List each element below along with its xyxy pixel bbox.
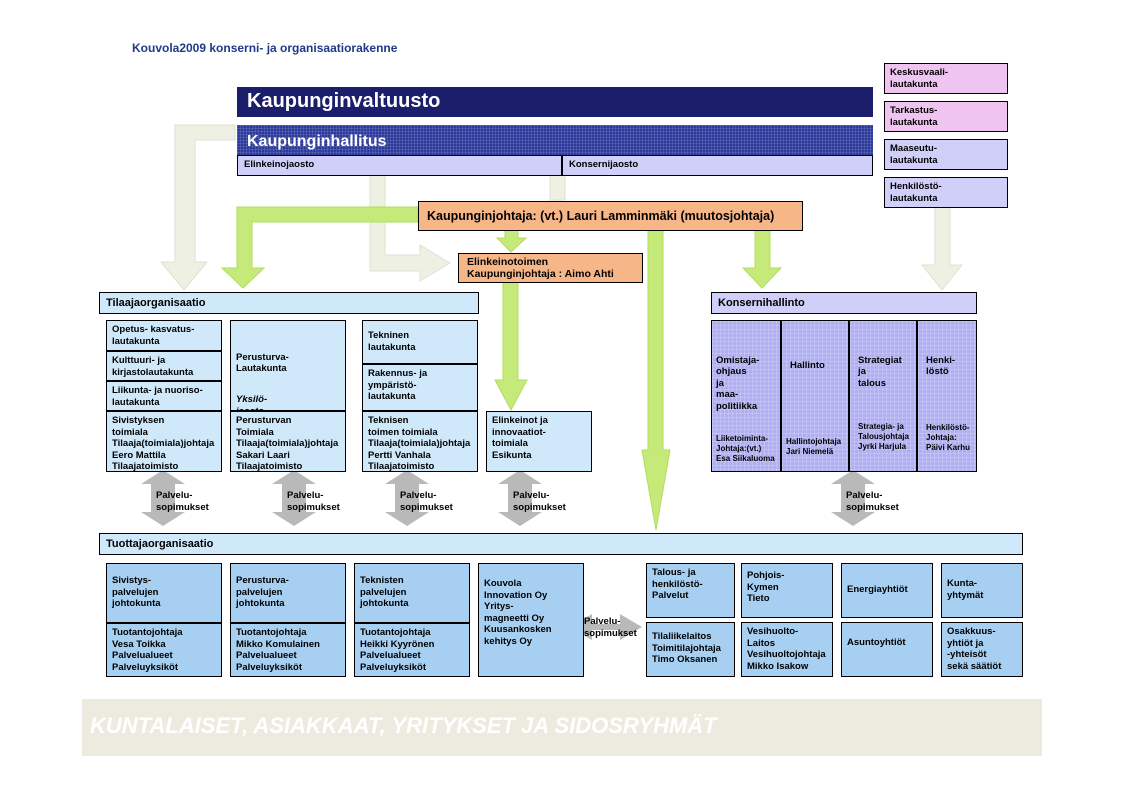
tuottaja-col1-top: Sivistys- palvelujen johtokunta <box>106 563 222 623</box>
side-board-maaseutu: Maaseutu- lautakunta <box>884 139 1008 170</box>
side-board-henkilosto: Henkilöstö- lautakunta <box>884 177 1008 208</box>
side-board-tarkastus: Tarkastus- lautakunta <box>884 101 1008 132</box>
valtuusto-bar: Kaupunginvaltuusto <box>237 87 873 117</box>
tuottaja-col3-top: Teknisten palvelujen johtokunta <box>354 563 470 623</box>
tilaaja-col3-rakennus: Rakennus- ja ympäristö- lautakunta <box>362 364 478 411</box>
henkilosto-title: Henki- löstö <box>926 354 956 378</box>
tilaaja-col2-perusturva: Perusturva- Lautakunta Yksilö- jaosto <box>230 320 346 411</box>
background-arrows <box>159 124 964 291</box>
side-board-keskusvaali: Keskusvaali- lautakunta <box>884 63 1008 94</box>
strategiat-title: Strategiat ja talous <box>858 354 902 389</box>
tuottaja-osakkuus: Osakkuus- yhtiöt ja -yhteisöt sekä sääti… <box>941 622 1023 677</box>
elinkeinojaosto: Elinkeinojaosto <box>237 155 562 176</box>
tuottaja-kuntayhtymat: Kunta- yhtymät <box>941 563 1023 618</box>
tuottaja-vesihuolto: Vesihuolto- Laitos Vesihuoltojohtaja Mik… <box>741 622 833 677</box>
ghost-arrow-left <box>159 124 236 291</box>
omistaja-title: Omistaja- ohjaus ja maa- politiikka <box>716 354 760 412</box>
green-arrow-left <box>220 206 419 289</box>
omistaja-person: Liiketoiminta- Johtaja:(vt.) Esa Siikalu… <box>716 433 775 463</box>
tilaaja-col1-kulttuuri: Kulttuuri- ja kirjastolautakunta <box>106 351 222 381</box>
double-arrow-4 <box>498 470 542 526</box>
konserni-col-hallinto: Hallinto Hallintojohtaja Jari Niemelä <box>781 320 849 472</box>
tuottaja-asuntoyhtiot: Asuntoyhtiöt <box>841 622 933 677</box>
strategiat-person: Strategia- ja Talousjohtaja Jyrki Harjul… <box>858 421 909 451</box>
palvelu-label-5: Palvelu- sopimukset <box>846 490 899 513</box>
double-arrow-horizontal <box>570 614 642 640</box>
henkilosto-person: Henkilöstö- Johtaja: Päivi Karhu <box>926 423 971 452</box>
tuottaja-col1-bottom: Tuotantojohtaja Vesa Toikka Palvelualuee… <box>106 623 222 677</box>
double-arrows <box>141 470 875 640</box>
tilaaja-col1-opetus: Opetus- kasvatus- lautakunta <box>106 320 222 351</box>
palvelu-label-4: Palvelu- sopimukset <box>513 490 566 513</box>
tilaaja-col2-toimiala: Perusturvan Toimiala Tilaaja(toimiala)jo… <box>230 411 346 472</box>
hallinto-title: Hallinto <box>790 359 825 371</box>
green-arrow-down-esikunta <box>494 281 528 412</box>
perusturva-lautakunta: Perusturva- Lautakunta <box>236 351 289 375</box>
tuottaja-col2-bottom: Tuotantojohtaja Mikko Komulainen Palvelu… <box>230 623 346 677</box>
tuottaja-tilaliikelaitos: Tilaliikelaitos Toimitilajohtaja Timo Ok… <box>646 622 735 677</box>
double-arrow-1 <box>141 470 185 526</box>
tuottaja-col2-top: Perusturva- palvelujen johtokunta <box>230 563 346 623</box>
footer-banner: KUNTALAISET, ASIAKKAAT, YRITYKSET JA SID… <box>82 699 1042 756</box>
konsernijaosto: Konsernijaosto <box>562 155 873 176</box>
tilaaja-col4-elinkeinot: Elinkeinot ja innovaatiot- toimiala Esik… <box>486 411 592 472</box>
elinkeinotoimen-box: Elinkeinotoimen Kaupunginjohtaja : Aimo … <box>458 253 643 283</box>
tuottaja-energia: Energiayhtiöt <box>841 563 933 618</box>
ghost-arrow-center <box>549 174 566 201</box>
footer-text: KUNTALAISET, ASIAKKAAT, YRITYKSET JA SID… <box>90 713 717 738</box>
yksilo-jaosto: Yksilö- jaosto <box>236 394 268 411</box>
tuottaja-talous: Talous- ja henkilöstö- Palvelut <box>646 563 735 618</box>
hallinto-person: Hallintojohtaja Jari Niemelä <box>786 436 842 456</box>
konserni-col-henkilosto: Henki- löstö Henkilöstö- Johtaja: Päivi … <box>917 320 977 472</box>
tilaaja-col3-teknisen: Teknisen toimen toimiala Tilaaja(toimial… <box>362 411 478 472</box>
hallitus-bar: Kaupunginhallitus <box>237 125 873 155</box>
konserni-col-strategiat: Strategiat ja talous Strategia- ja Talou… <box>849 320 917 472</box>
tilaaja-header: Tilaajaorganisaatio <box>99 292 479 314</box>
palvelu-label-1: Palvelu- sopimukset <box>156 490 209 513</box>
double-arrow-2 <box>272 470 316 526</box>
palvelu-label-6: Palvelu- sopimukset <box>584 616 637 639</box>
page-title: Kouvola2009 konserni- ja organisaatiorak… <box>132 41 398 55</box>
konserni-col-omistaja: Omistaja- ohjaus ja maa- politiikka Liik… <box>711 320 781 472</box>
konserni-header: Konsernihallinto <box>711 292 977 314</box>
ghost-arrow-right <box>920 194 964 291</box>
tuottaja-pohjois-kymen: Pohjois- Kymen Tieto <box>741 563 833 618</box>
double-arrow-5 <box>831 470 875 526</box>
tilaaja-col1-liikunta: Liikunta- ja nuoriso- lautakunta <box>106 381 222 411</box>
green-arrow-elinkeino <box>495 229 528 253</box>
mayor-box: Kaupunginjohtaja: (vt.) Lauri Lamminmäki… <box>418 201 803 231</box>
tuottaja-col3-bottom: Tuotantojohtaja Heikki Kyyrönen Palvelua… <box>354 623 470 677</box>
palvelu-label-2: Palvelu- sopimukset <box>287 490 340 513</box>
palvelu-label-3: Palvelu- sopimukset <box>400 490 453 513</box>
tilaaja-col3-tekninen: Tekninen lautakunta <box>362 320 478 364</box>
double-arrow-3 <box>385 470 429 526</box>
green-arrow-long <box>641 229 671 531</box>
tuottaja-innovation: Kouvola Innovation Oy Yritys- magneetti … <box>478 563 584 677</box>
tuottaja-header: Tuottajaorganisaatio <box>99 533 1023 555</box>
tilaaja-col1-sivistys: Sivistyksen toimiala Tilaaja(toimiala)jo… <box>106 411 222 472</box>
